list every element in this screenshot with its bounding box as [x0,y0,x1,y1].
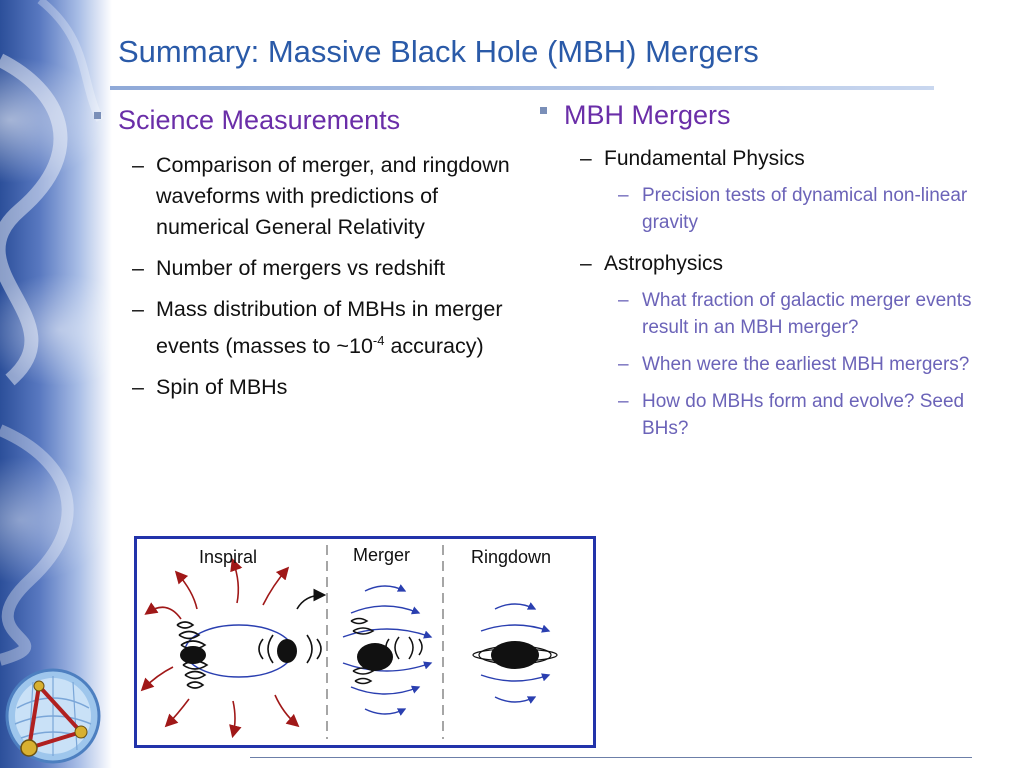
list-item: – Precision tests of dynamical non-linea… [538,182,978,236]
side-decoration [0,0,112,768]
bullet-heading: Science Measurements [92,104,532,136]
merger-phases-illustration [140,545,558,739]
list-item-text: Comparison of merger, and ringdown wavef… [156,153,510,239]
sub-heading: – Astrophysics [538,250,978,277]
right-column: MBH Mergers – Fundamental Physics – Prec… [538,99,978,442]
title-divider [110,86,934,90]
dash-icon: – [580,252,592,275]
ringdown-panel [472,602,558,704]
list-item: – Number of mergers vs redshift [92,253,532,284]
dash-icon: – [132,256,144,280]
merger-label: Merger [353,545,411,565]
merger-phases-figure: Inspiral Merger Ringdown [134,536,596,748]
list-item-text: Spin of MBHs [156,375,288,400]
dash-icon: – [618,354,629,375]
heading-text: Science Measurements [118,105,401,135]
dash-icon: – [132,375,144,400]
list-item-text-suffix: accuracy) [390,334,484,359]
inspiral-panel [140,557,327,739]
list-item-text: Precision tests of dynamical non-linear … [642,185,968,233]
dash-icon: – [618,290,629,311]
dash-icon: – [618,391,629,412]
left-column: Science Measurements – Comparison of mer… [92,104,532,403]
list-item: – What fraction of galactic merger event… [538,287,978,341]
list-item: – Mass distribution of MBHs in merger ev… [92,294,532,362]
list-item-text: How do MBHs form and evolve? Seed BHs? [642,391,965,439]
slide-title: Summary: Massive Black Hole (MBH) Merger… [118,34,759,69]
sub-heading: – Fundamental Physics [538,145,978,172]
sub-heading-text: Astrophysics [604,252,724,275]
list-item-text: When were the earliest MBH mergers? [642,354,970,375]
inspiral-label: Inspiral [199,547,258,567]
heading-text: MBH Mergers [564,100,731,130]
dash-icon: – [132,153,144,177]
list-item-text: What fraction of galactic merger events … [642,290,972,338]
dash-icon: – [580,147,592,170]
bullet-square-icon [540,107,547,114]
list-item: – When were the earliest MBH mergers? [538,351,978,378]
dash-icon: – [618,185,629,206]
dash-icon: – [132,297,144,321]
footer-divider [250,757,972,758]
side-swirl-decoration [0,0,104,666]
list-item: – How do MBHs form and evolve? Seed BHs? [538,388,978,442]
sub-heading-text: Fundamental Physics [604,147,805,170]
ringdown-label: Ringdown [471,547,552,567]
merger-panel [342,584,433,716]
bullet-square-icon [94,112,101,119]
list-item: – Spin of MBHs [92,372,532,403]
superscript-exponent: -4 [372,333,385,348]
bullet-heading: MBH Mergers [538,99,978,131]
list-item: – Comparison of merger, and ringdown wav… [92,150,532,243]
mission-logo [5,668,101,764]
list-item-text: Mass distribution of MBHs in merger even… [156,297,503,359]
list-item-text: Number of mergers vs redshift [156,256,446,280]
